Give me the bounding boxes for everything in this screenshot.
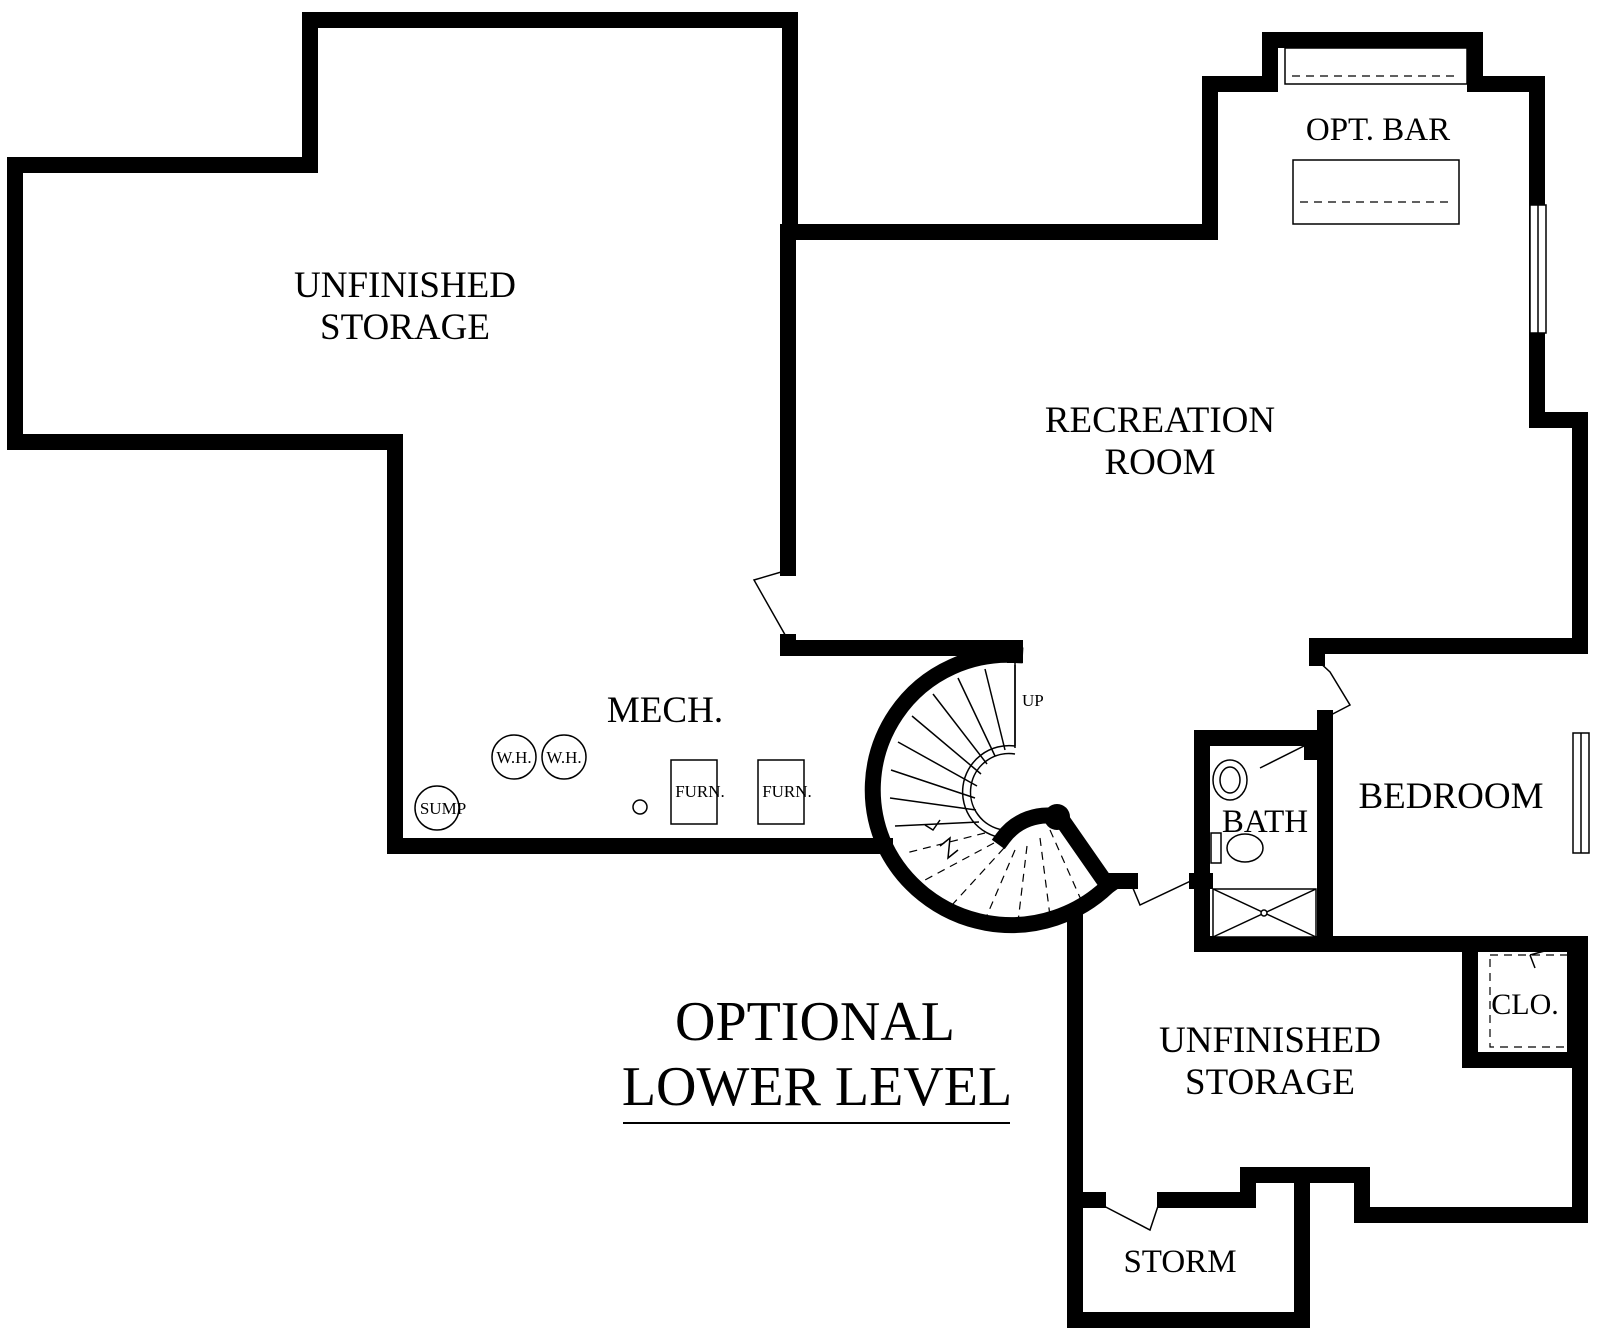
bath-sink-basin: [1219, 766, 1241, 794]
wall-storage-top: [302, 12, 798, 240]
furnace-1-label: FURN.: [675, 782, 725, 801]
exterior-walls: [7, 12, 1588, 1328]
stair-direction-arrow: [924, 819, 941, 832]
water-heater-2: [541, 734, 587, 780]
windows: [1284, 47, 1590, 854]
wall-storm: [1157, 1167, 1310, 1208]
unfinished-storage-bottom-line1: UNFINISHED: [1159, 1020, 1381, 1061]
water-heater-1-label: W.H.: [496, 748, 531, 767]
bedroom-label: BEDROOM: [1358, 776, 1543, 817]
door-storage-mech: [752, 569, 789, 641]
door-bedroom: [1316, 659, 1352, 719]
door-hall: [1129, 877, 1198, 907]
stair-newel-post: [1044, 804, 1070, 830]
clo-shelf: [1489, 954, 1573, 1048]
plan-title-line1: OPTIONAL: [675, 991, 955, 1053]
doors: [752, 569, 1571, 1232]
furnace-2: [757, 759, 805, 825]
sump-label: SUMP: [420, 799, 466, 818]
furnace-1: [670, 759, 718, 825]
shower-drain: [1260, 909, 1268, 917]
wall-clo: [1462, 942, 1588, 1068]
door-bath: [1259, 740, 1313, 769]
stair-inner-rail-2: [969, 752, 1016, 831]
water-heater-2-label: W.H.: [546, 748, 581, 767]
door-clo: [1529, 943, 1571, 969]
recreation-room-line2: ROOM: [1104, 442, 1215, 483]
floor-drain: [632, 799, 648, 815]
stair-inner-rail: [961, 744, 1016, 839]
unfinished-storage-bottom-line2: STORAGE: [1185, 1062, 1355, 1103]
bath-label: BATH: [1222, 804, 1308, 840]
storm-label: STORM: [1123, 1244, 1236, 1280]
wall-right-lower: [1067, 912, 1588, 1328]
wall-rec-top: [782, 32, 1588, 654]
window-bar-top: [1284, 47, 1468, 85]
stair-up-label: UP: [1022, 691, 1044, 710]
unfinished-storage-top-line1: UNFINISHED: [294, 265, 516, 306]
clo-label: CLO.: [1491, 988, 1559, 1021]
recreation-room-line1: RECREATION: [1045, 400, 1275, 441]
bath-toilet-bowl: [1226, 833, 1264, 863]
stair-break-mark: [939, 836, 959, 860]
wall-bath: [1194, 730, 1588, 952]
bar-counter: [1292, 159, 1460, 225]
mech-label: MECH.: [607, 690, 723, 731]
plan-title-line2: LOWER LEVEL: [622, 1056, 1012, 1118]
opt-bar-label: OPT. BAR: [1306, 112, 1450, 148]
stair-treads: [889, 665, 1083, 923]
furnace-2-label: FURN.: [762, 782, 812, 801]
stair-outer-wall: [864, 646, 1120, 934]
unfinished-storage-top-line2: STORAGE: [320, 307, 490, 348]
door-storm: [1097, 1199, 1161, 1232]
wall-storage-left: [7, 157, 893, 854]
water-heater-1: [491, 734, 537, 780]
spiral-staircase: UP: [864, 646, 1120, 934]
plan-title: OPTIONAL LOWER LEVEL: [622, 991, 1012, 1124]
bath-toilet-tank: [1210, 832, 1222, 864]
sump-pit: [414, 785, 460, 831]
room-labels: UNFINISHED STORAGE RECREATION ROOM OPT. …: [294, 112, 1559, 1280]
fixtures: W.H. W.H. SUMP FURN. FURN.: [414, 159, 1573, 1048]
